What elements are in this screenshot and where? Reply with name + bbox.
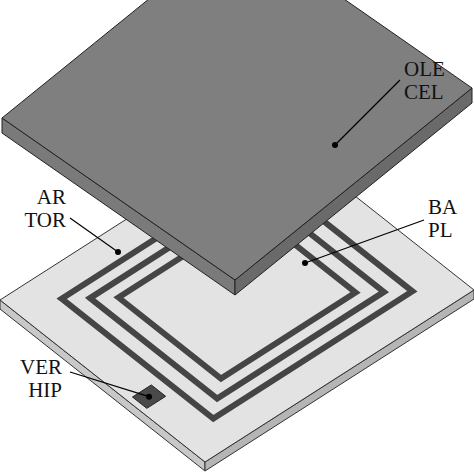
receiver-chip [132,385,165,408]
leader-dot [332,142,338,148]
leader-dot [146,394,152,400]
leader-line [335,80,400,145]
leader-line [70,218,118,252]
part-label: BA PL [428,196,456,242]
part-label: VER HIP [20,356,62,402]
part-label: AR TOR [24,186,66,232]
oled-cell [2,0,472,280]
leader-dot [115,249,121,255]
leader-line [305,220,424,263]
leader-dot [302,260,308,266]
leader-line [70,372,149,397]
part-label: OLE CEL [404,58,445,104]
